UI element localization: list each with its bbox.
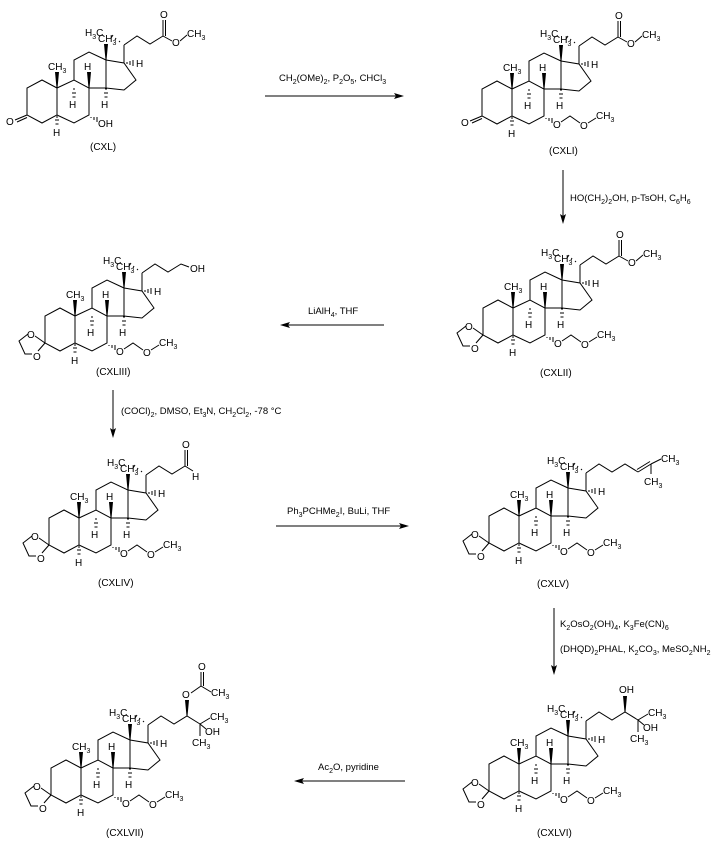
label-cxlii: (CXLII) xyxy=(540,368,572,379)
svg-text:CH3: CH3 xyxy=(644,477,662,490)
svg-text:OH: OH xyxy=(98,119,113,130)
svg-text:OH: OH xyxy=(619,685,634,696)
arrow-7: Ac2O, pyridine xyxy=(294,762,405,784)
svg-text:CH3: CH3 xyxy=(211,688,229,701)
compound-cxlvi: OH CH3 CH3 OH xyxy=(462,685,666,816)
conditions-5: Ph3PCHMe2I, BuLi, THF xyxy=(287,506,390,519)
svg-text:O: O xyxy=(172,38,180,49)
svg-text:O: O xyxy=(628,258,636,269)
arrow-1: CH2(OMe)2, P2O5, CHCl3 xyxy=(265,73,404,99)
svg-text:OH: OH xyxy=(643,723,658,734)
svg-text:H: H xyxy=(192,472,199,483)
arrow-6: K2OsO2(OH)4, K3Fe(CN)6 (DHQD)2PHAL, K2CO… xyxy=(551,608,711,675)
compound-cxlv: CH3 CH3 xyxy=(462,454,679,568)
compound-cxlii: O O CH3 xyxy=(456,230,661,360)
svg-text:CH3: CH3 xyxy=(642,30,660,43)
svg-text:CH3: CH3 xyxy=(210,712,228,725)
arrow-2: HO(CH2)2OH, p-TsOH, C6H6 xyxy=(560,170,691,224)
svg-text:OH: OH xyxy=(205,727,220,738)
svg-text:O: O xyxy=(198,662,206,673)
svg-text:CH3: CH3 xyxy=(643,249,661,262)
conditions-1: CH2(OMe)2, P2O5, CHCl3 xyxy=(279,73,386,86)
label-cxlv: (CXLV) xyxy=(537,579,569,590)
compound-cxli: O O CH3 xyxy=(460,11,660,141)
svg-text:CH3: CH3 xyxy=(648,708,666,721)
svg-text:OH: OH xyxy=(190,264,205,275)
arrow-3: LiAlH4, THF xyxy=(280,306,384,328)
label-cxl: (CXL) xyxy=(90,142,116,153)
label-cxliii: (CXLIII) xyxy=(96,367,130,378)
conditions-4: (COCl)2, DMSO, Et3N, CH2Cl2, -78 °C xyxy=(121,406,282,419)
conditions-6a: K2OsO2(OH)4, K3Fe(CN)6 xyxy=(560,619,669,632)
svg-text:O: O xyxy=(616,230,624,241)
svg-text:CH3: CH3 xyxy=(630,734,648,747)
svg-text:O: O xyxy=(182,690,190,701)
svg-text:O: O xyxy=(182,440,190,451)
label-cxlvi: (CXLVI) xyxy=(537,828,572,839)
svg-text:O: O xyxy=(627,39,635,50)
svg-text:CH3: CH3 xyxy=(187,29,205,42)
compound-cxliv: O H xyxy=(22,440,199,570)
compound-cxliii: OH xyxy=(18,255,205,368)
conditions-6b: (DHQD)2PHAL, K2CO3, MeSO2NH2 xyxy=(560,644,711,657)
conditions-2: HO(CH2)2OH, p-TsOH, C6H6 xyxy=(570,193,691,206)
arrow-4: (COCl)2, DMSO, Et3N, CH2Cl2, -78 °C xyxy=(110,390,282,438)
svg-text:CH3: CH3 xyxy=(661,454,679,467)
arrow-5: Ph3PCHMe2I, BuLi, THF xyxy=(276,506,409,529)
svg-text:O: O xyxy=(160,10,168,21)
label-cxli: (CXLI) xyxy=(549,146,578,157)
label-cxlvii: (CXLVII) xyxy=(106,828,144,839)
label-cxliv: (CXLIV) xyxy=(98,578,134,589)
compound-cxlvii: O O CH3 CH3 CH3 OH xyxy=(24,662,229,820)
compound-cxl: OH O O CH3 xyxy=(5,10,205,140)
conditions-3: LiAlH4, THF xyxy=(308,306,358,319)
svg-text:CH3: CH3 xyxy=(192,738,210,751)
svg-text:O: O xyxy=(615,11,623,22)
conditions-7: Ac2O, pyridine xyxy=(318,762,379,775)
